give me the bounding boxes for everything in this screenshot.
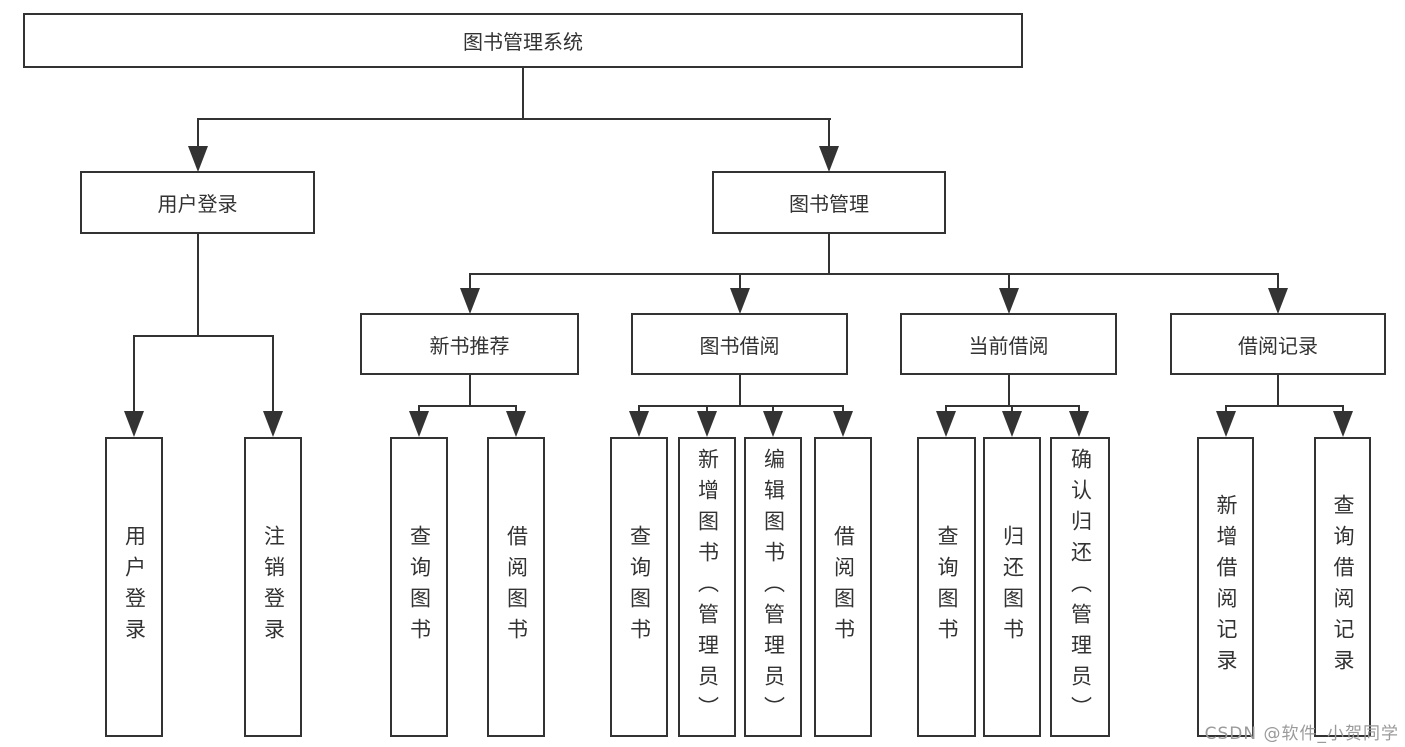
leaf-label: 注销登录 (261, 525, 286, 649)
leaf-label: 归还图书 (1000, 525, 1025, 649)
leaf-logout: 注销登录 (244, 437, 302, 737)
arrow-down-icon (263, 411, 283, 437)
connector-trunk (469, 375, 471, 405)
arrow-down-icon (936, 411, 956, 437)
connector-root-trunk (522, 68, 524, 118)
leaf-label: 查询图书 (407, 525, 432, 649)
arrow-down-icon (124, 411, 144, 437)
connector-trunk (1008, 375, 1010, 405)
connector-manage-trunk (828, 234, 830, 273)
leaf-borrow-book-recommend: 借阅图书 (487, 437, 545, 737)
connector-stub (1225, 405, 1227, 413)
leaf-label: 用户登录 (122, 525, 147, 649)
connector-stub (133, 335, 135, 412)
connector-stub (1277, 273, 1279, 289)
connector-stub (418, 405, 420, 413)
connector-split (1225, 405, 1344, 407)
connector-stub (772, 405, 774, 413)
connector-stub (1008, 273, 1010, 289)
node-current-borrow: 当前借阅 (900, 313, 1117, 375)
arrow-down-icon (763, 411, 783, 437)
arrow-down-icon (730, 288, 750, 314)
leaf-label: 新增图书（管理员） (695, 447, 720, 727)
connector-stub (842, 405, 844, 413)
leaf-label: 查询图书 (627, 525, 652, 649)
leaf-label: 借阅图书 (504, 525, 529, 649)
leaf-label: 编辑图书（管理员） (761, 447, 786, 727)
arrow-down-icon (697, 411, 717, 437)
connector-root-split (197, 118, 831, 120)
branch-book-management: 图书管理 (712, 171, 946, 234)
leaf-add-borrow-record: 新增借阅记录 (1197, 437, 1254, 737)
connector-manage-split (469, 273, 1279, 275)
leaf-edit-book-admin: 编辑图书（管理员） (744, 437, 802, 737)
connector-stub (706, 405, 708, 413)
leaf-query-book-borrow: 查询图书 (610, 437, 668, 737)
root-node-library-system: 图书管理系统 (23, 13, 1023, 68)
arrow-down-icon (819, 146, 839, 172)
arrow-down-icon (188, 146, 208, 172)
leaf-add-book-admin: 新增图书（管理员） (678, 437, 736, 737)
csdn-watermark: CSDN @软件_小贺同学 (1204, 724, 1399, 744)
arrow-down-icon (1268, 288, 1288, 314)
leaf-user-login: 用户登录 (105, 437, 163, 737)
connector-stub (272, 335, 274, 412)
connector-stub (469, 273, 471, 289)
node-borrow-record: 借阅记录 (1170, 313, 1386, 375)
connector-stub (197, 118, 199, 146)
node-new-book-recommend: 新书推荐 (360, 313, 579, 375)
arrow-down-icon (629, 411, 649, 437)
leaf-label: 借阅图书 (831, 525, 856, 649)
arrow-down-icon (506, 411, 526, 437)
leaf-confirm-return-admin: 确认归还（管理员） (1050, 437, 1110, 737)
connector-stub (515, 405, 517, 413)
connector-login-trunk (197, 234, 199, 335)
connector-stub (945, 405, 947, 413)
connector-stub (1011, 405, 1013, 413)
connector-stub (1342, 405, 1344, 413)
arrow-down-icon (999, 288, 1019, 314)
arrow-down-icon (409, 411, 429, 437)
leaf-label: 查询图书 (935, 525, 960, 649)
leaf-label: 新增借阅记录 (1214, 494, 1239, 680)
leaf-query-borrow-record: 查询借阅记录 (1314, 437, 1371, 737)
connector-split (418, 405, 517, 407)
connector-trunk (1277, 375, 1279, 405)
connector-stub (638, 405, 640, 413)
leaf-query-book-current: 查询图书 (917, 437, 976, 737)
arrow-down-icon (1216, 411, 1236, 437)
arrow-down-icon (833, 411, 853, 437)
node-book-borrow: 图书借阅 (631, 313, 848, 375)
arrow-down-icon (460, 288, 480, 314)
arrow-down-icon (1069, 411, 1089, 437)
leaf-borrow-book: 借阅图书 (814, 437, 872, 737)
connector-login-split (133, 335, 274, 337)
connector-trunk (739, 375, 741, 405)
connector-stub (828, 118, 830, 146)
leaf-label: 确认归还（管理员） (1068, 447, 1093, 727)
connector-stub (1078, 405, 1080, 413)
leaf-return-book: 归还图书 (983, 437, 1041, 737)
arrow-down-icon (1002, 411, 1022, 437)
connector-stub (739, 273, 741, 289)
branch-user-login: 用户登录 (80, 171, 315, 234)
leaf-label: 查询借阅记录 (1331, 494, 1356, 680)
leaf-query-book-recommend: 查询图书 (390, 437, 448, 737)
connector-split (638, 405, 844, 407)
arrow-down-icon (1333, 411, 1353, 437)
